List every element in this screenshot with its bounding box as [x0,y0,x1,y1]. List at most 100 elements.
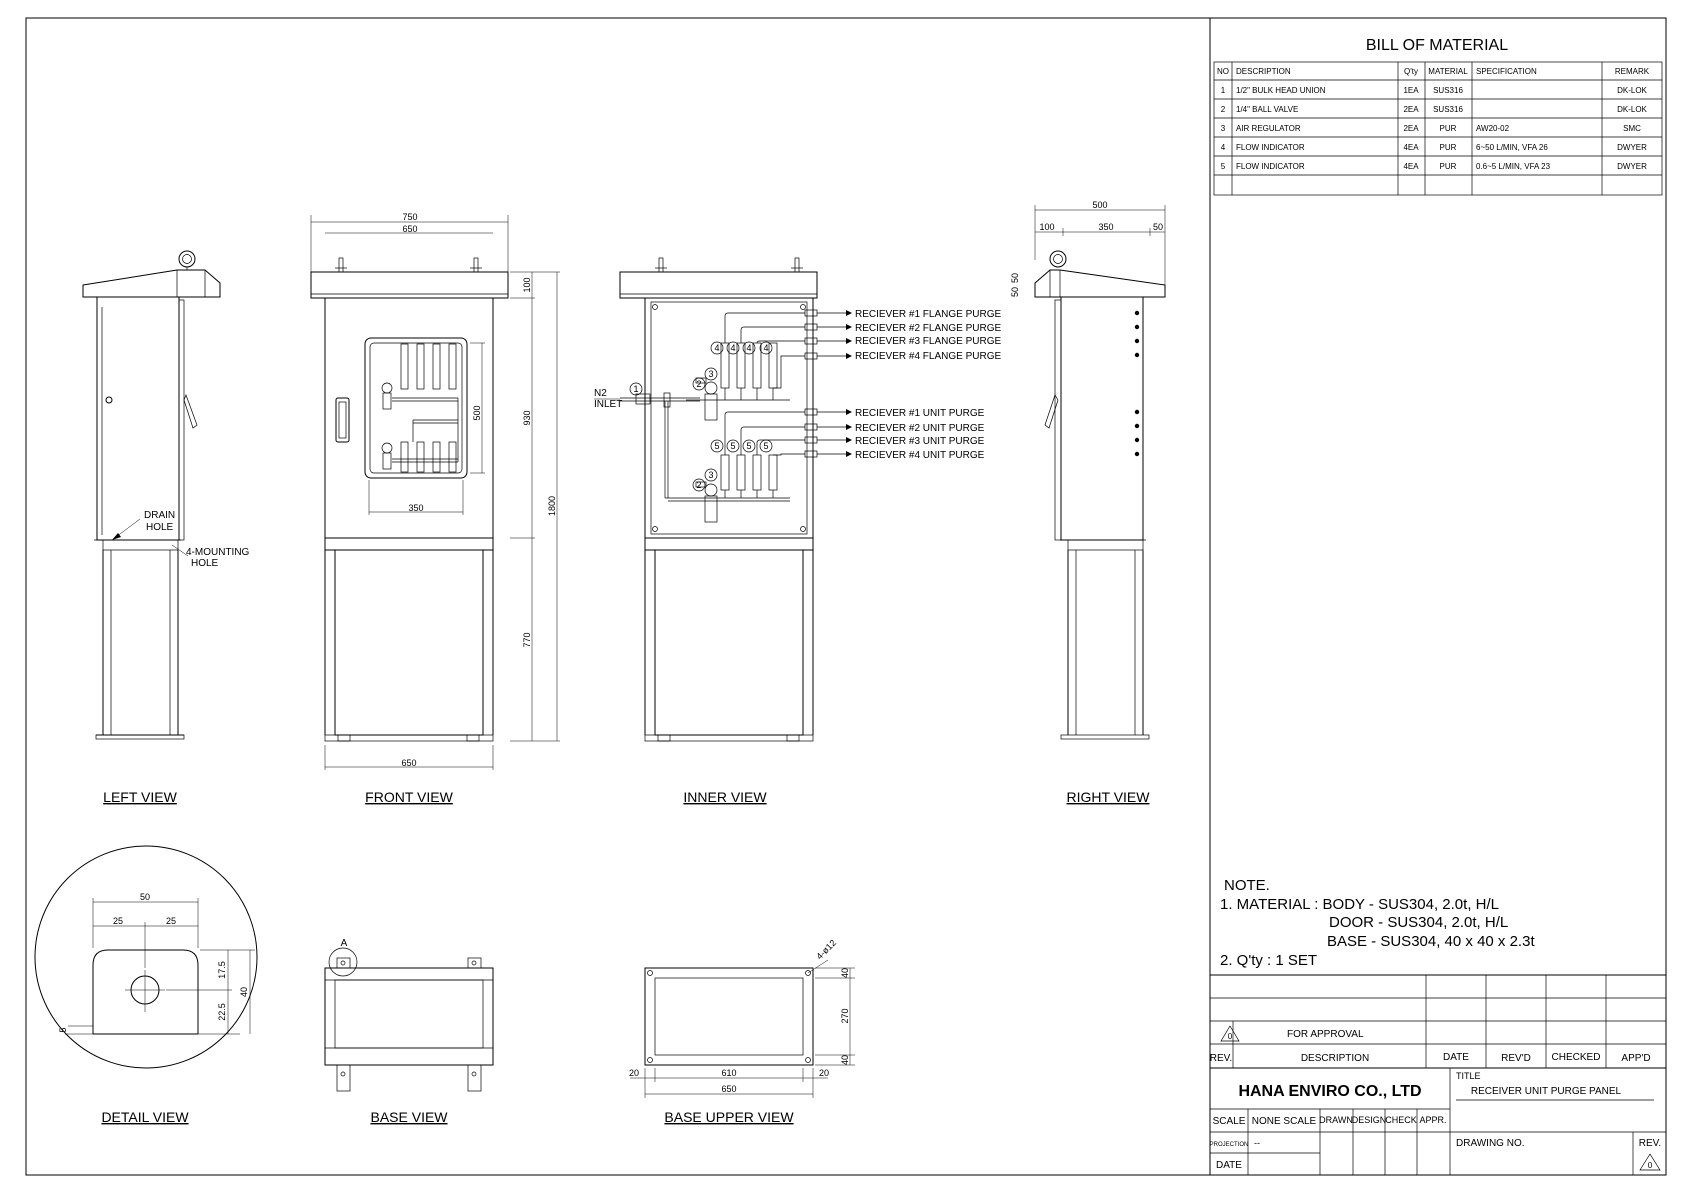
balloon-1: 1 [633,384,638,394]
company-name: HANA ENVIRO CO., LTD [1238,1083,1421,1100]
rev-desc: FOR APPROVAL [1287,1029,1364,1040]
outlet-8: RECIEVER #4 UNIT PURGE [855,450,985,461]
title-label: TITLE [1456,1071,1481,1081]
col-checked: CHECKED [1552,1052,1601,1063]
bom-cell: DWYER [1617,162,1647,171]
bom-header-1: DESCRIPTION [1236,67,1291,76]
bom-cell: 1 [1221,86,1226,95]
bom-cell: 2 [1221,105,1226,114]
bom-header-5: REMARK [1615,67,1650,76]
bom-cell: 6~50 L/MIN, VFA 26 [1476,143,1548,152]
left-view: DRAIN HOLE 4-MOUNTING HOLE LEFT VIEW [82,250,250,805]
bom-cell: 2EA [1403,105,1419,114]
bom-cell: AW20-02 [1476,124,1510,133]
bu-dim-20a: 20 [629,1068,639,1078]
notes-heading: NOTE. [1224,877,1270,894]
bu-dim-20b: 20 [819,1068,829,1078]
bu-dim-270: 270 [840,1008,850,1023]
dim-100: 100 [522,277,532,292]
balloon-4c: 4 [746,343,751,353]
bom-cell: 4EA [1403,162,1419,171]
col-revd: REV'D [1501,1053,1531,1064]
mounting-label-2: HOLE [191,558,219,569]
inlet-label-1: N2 [594,388,607,399]
balloon-3b: 3 [708,470,713,480]
title-block: 0 FOR APPROVAL REV. DESCRIPTION DATE REV… [1210,974,1666,1175]
bom-cell: SMC [1623,124,1641,133]
date-label: DATE [1216,1160,1242,1171]
bom-cell: 3 [1221,124,1226,133]
inner-view: RECIEVER #1 FLANGE PURGE RECIEVER #2 FLA… [594,257,1001,805]
mounting-label-1: 4-MOUNTING [186,547,250,558]
col-rev: REV. [1210,1053,1232,1064]
right-dim-500: 500 [1092,200,1107,210]
right-dim-50: 50 [1153,222,1163,232]
right-view: 500 100 350 50 50 50 RIGHT VIEW [1010,200,1166,805]
outlet-1: RECIEVER #1 FLANGE PURGE [855,309,1001,320]
bom-cell: FLOW INDICATOR [1236,162,1305,171]
detail-dim-5: 5 [58,1027,68,1032]
notes-line-1: 1. MATERIAL : BODY - SUS304, 2.0t, H/L [1220,896,1499,913]
balloon-2a: 2 [696,379,701,389]
bom-cell: 5 [1221,162,1226,171]
dim-350: 350 [408,503,423,513]
bu-dim-40b: 40 [840,1055,850,1065]
dim-1800: 1800 [547,496,557,516]
bu-dim-40a: 40 [840,968,850,978]
dim-650: 650 [402,224,417,234]
detail-dim-50: 50 [140,892,150,902]
bu-dim-610: 610 [721,1068,736,1078]
drawing-no-label: DRAWING NO. [1456,1138,1525,1149]
balloon-5b: 5 [730,441,735,451]
outlet-3: RECIEVER #3 FLANGE PURGE [855,336,1001,347]
balloon-5d: 5 [763,441,768,451]
notes-line-4: 2. Q'ty : 1 SET [1220,952,1317,969]
inlet-label-2: INLET [594,399,622,410]
dim-930: 930 [522,410,532,425]
outlet-7: RECIEVER #3 UNIT PURGE [855,436,985,447]
check-label: CHECK [1385,1115,1417,1125]
bom-cell: 4EA [1403,143,1419,152]
drawing-frame [25,17,1667,1176]
bom-cell: 0.6~5 L/MIN, VFA 23 [1476,162,1551,171]
bom-cell: PUR [1440,124,1457,133]
rev-value: 0 [1648,1161,1653,1170]
rev-mark: 0 [1228,1032,1233,1041]
bom-cell: PUR [1440,143,1457,152]
bom-cell: SUS316 [1433,105,1463,114]
bom-cell: DK-LOK [1617,86,1647,95]
bom-header-2: Q'ty [1404,67,1418,76]
outlet-2: RECIEVER #2 FLANGE PURGE [855,323,1001,334]
bom-cell: 1/4" BALL VALVE [1236,105,1298,114]
col-date: DATE [1443,1052,1469,1063]
dim-750: 750 [402,212,417,222]
balloon-4a: 4 [714,343,719,353]
col-desc: DESCRIPTION [1301,1053,1369,1064]
scale-label: SCALE [1213,1116,1246,1127]
detail-dim-25a: 25 [113,916,123,926]
bom-cell: 1/2" BULK HEAD UNION [1236,86,1326,95]
balloon-5c: 5 [746,441,751,451]
bom-cell: DK-LOK [1617,105,1647,114]
balloon-4b: 4 [730,343,735,353]
right-dim-50a: 50 [1010,287,1020,297]
base-marker-a: A [341,938,348,949]
balloon-5a: 5 [714,441,719,451]
dim-650-bottom: 650 [401,758,416,768]
base-view: A BASE VIEW [324,938,494,1125]
drawn-label: DRAWN [1319,1115,1353,1125]
bom-cell: 2EA [1403,124,1419,133]
inner-view-title: INNER VIEW [683,789,767,805]
dim-500: 500 [472,405,482,420]
bom-cell: 4 [1221,143,1226,152]
front-view-title: FRONT VIEW [365,789,453,805]
base-upper-view-title: BASE UPPER VIEW [664,1109,794,1125]
outlet-5: RECIEVER #1 UNIT PURGE [855,408,985,419]
drain-label-2: HOLE [146,522,174,533]
right-dim-100: 100 [1039,222,1054,232]
bom-cell: 1EA [1403,86,1419,95]
base-view-title: BASE VIEW [370,1109,448,1125]
title-value: RECEIVER UNIT PURGE PANEL [1471,1086,1622,1097]
